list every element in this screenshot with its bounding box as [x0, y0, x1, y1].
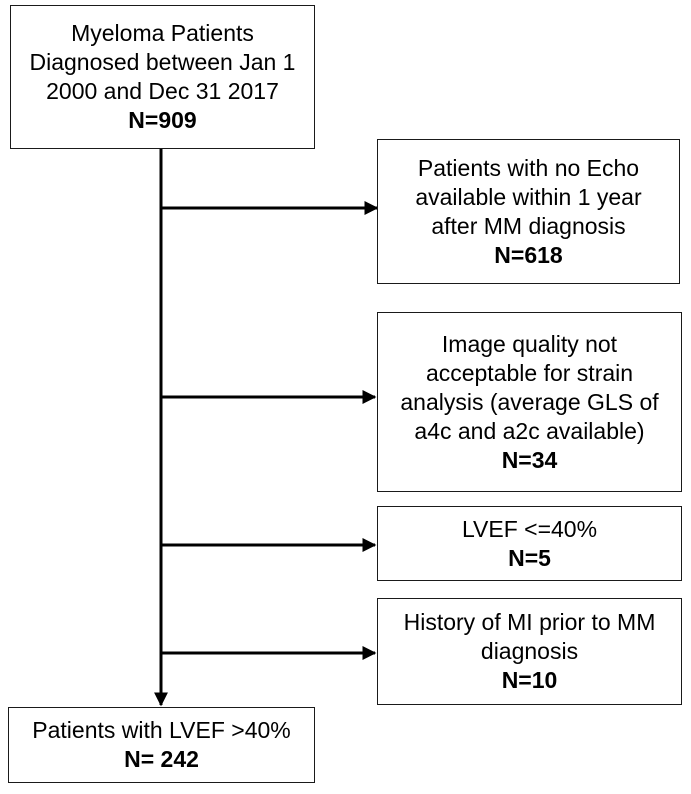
final-cohort-box: Patients with LVEF >40% N= 242: [8, 707, 315, 783]
lvef-exclusion-box: LVEF <=40% N=5: [377, 506, 682, 581]
mi-line-2: diagnosis: [480, 638, 579, 664]
mi-line-1: History of MI prior to MM: [403, 609, 656, 635]
image-quality-count: N=34: [501, 446, 558, 473]
image-quality-line-4: a4c and a2c available): [414, 417, 645, 444]
image-quality-line-2: acceptable for strain: [425, 359, 634, 386]
final-count: N= 242: [124, 746, 199, 772]
lvef-line-1: LVEF <=40%: [461, 515, 598, 542]
start-line-1: Myeloma Patients: [71, 20, 254, 46]
no-echo-exclusion-box: Patients with no Echo available within 1…: [377, 139, 680, 284]
mi-count: N=10: [501, 667, 558, 693]
lvef-count: N=5: [508, 544, 551, 571]
mi-exclusion-box: History of MI prior to MM diagnosis N=10: [377, 598, 682, 705]
no-echo-line-2: available within 1 year: [415, 183, 642, 210]
image-quality-line-1: Image quality not: [441, 330, 618, 357]
no-echo-count: N=618: [494, 241, 563, 268]
image-quality-line-3: analysis (average GLS of: [400, 388, 659, 415]
no-echo-line-3: after MM diagnosis: [431, 212, 626, 239]
image-quality-exclusion-box: Image quality not acceptable for strain …: [377, 312, 682, 492]
no-echo-line-1: Patients with no Echo: [417, 154, 640, 181]
start-line-3: 2000 and Dec 31 2017: [46, 78, 279, 104]
start-line-2: Diagnosed between Jan 1: [29, 49, 296, 75]
start-box: Myeloma Patients Diagnosed between Jan 1…: [10, 5, 315, 149]
final-line-1: Patients with LVEF >40%: [32, 717, 291, 743]
start-count: N=909: [128, 107, 197, 133]
